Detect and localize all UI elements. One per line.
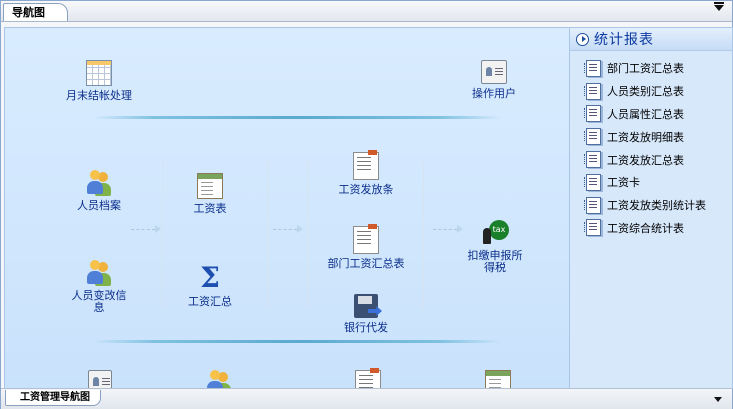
flow-arrow-2 xyxy=(273,225,303,233)
node-month-end[interactable]: 月末结帐处理 xyxy=(59,60,139,102)
report-icon xyxy=(584,196,601,214)
people-icon xyxy=(86,260,112,286)
report-item-pay-category-stats[interactable]: 工资发放类别统计表 xyxy=(584,194,732,217)
tab-salary-navigation[interactable]: 工资管理导航图 xyxy=(5,390,101,406)
chevron-down-icon[interactable] xyxy=(714,397,722,402)
report-list: 部门工资汇总表 人员类别汇总表 人员属性汇总表 工资发放明细表 工资发放汇总表 … xyxy=(570,51,732,239)
report-item-label: 人员属性汇总表 xyxy=(607,107,684,121)
report-icon xyxy=(584,219,601,237)
flow-arrow-3 xyxy=(433,225,463,233)
report-icon xyxy=(584,151,601,169)
node-dept-summary-label: 部门工资汇总表 xyxy=(327,257,405,270)
report-icon xyxy=(584,128,601,146)
report-item-dept-summary[interactable]: 部门工资汇总表 xyxy=(584,57,732,80)
report-item-staff-category[interactable]: 人员类别汇总表 xyxy=(584,80,732,103)
node-salary-sheet-label: 工资表 xyxy=(193,202,227,215)
node-pay-slip[interactable]: 工资发放条 xyxy=(325,150,407,196)
people-icon xyxy=(206,370,226,388)
report-item-label: 工资综合统计表 xyxy=(607,221,684,235)
report-item-label: 工资发放汇总表 xyxy=(607,153,684,167)
statistics-panel-title: 统计报表 xyxy=(594,32,654,48)
bracket-left-2 xyxy=(308,160,313,308)
bracket-right-2 xyxy=(419,160,424,308)
report-icon xyxy=(584,59,601,77)
report-icon xyxy=(353,224,379,254)
node-partial-3 xyxy=(353,368,383,388)
node-staff-file-label: 人员档案 xyxy=(77,199,121,212)
divider-top xyxy=(93,116,501,119)
node-dept-summary[interactable]: 部门工资汇总表 xyxy=(321,224,411,270)
printed-form-icon xyxy=(353,150,379,180)
node-salary-summary-label: 工资汇总 xyxy=(188,295,232,308)
collapse-arrow-icon[interactable] xyxy=(576,32,589,46)
top-tabbar: 导航图 xyxy=(1,1,732,22)
report-item-pay-summary[interactable]: 工资发放汇总表 xyxy=(584,148,732,171)
divider-bottom xyxy=(93,340,501,343)
report-item-pay-detail[interactable]: 工资发放明细表 xyxy=(584,125,732,148)
node-partial-1 xyxy=(85,370,115,388)
node-staff-change[interactable]: 人员变改信息 xyxy=(69,260,129,314)
spreadsheet-icon xyxy=(485,370,511,388)
report-icon xyxy=(584,105,601,123)
node-operator-label: 操作用户 xyxy=(472,87,516,100)
bottom-tabbar: 工资管理导航图 xyxy=(1,388,732,409)
tab-navigation-map[interactable]: 导航图 xyxy=(3,3,68,21)
report-item-salary-overall-stats[interactable]: 工资综合统计表 xyxy=(584,217,732,240)
report-icon xyxy=(584,82,601,100)
flow-arrow-1 xyxy=(131,225,161,233)
node-salary-sheet[interactable]: 工资表 xyxy=(175,173,245,215)
node-bank-pay[interactable]: 银行代发 xyxy=(331,294,401,334)
calendar-icon xyxy=(86,60,112,86)
save-disk-icon xyxy=(354,294,378,318)
node-tax-report-label: 扣缴申报所得税 xyxy=(467,249,523,274)
report-icon xyxy=(584,173,601,191)
node-bank-pay-label: 银行代发 xyxy=(344,321,388,334)
statistics-panel: 统计报表 部门工资汇总表 人员类别汇总表 人员属性汇总表 工资发放明细表 工资发… xyxy=(569,27,733,389)
node-staff-file[interactable]: 人员档案 xyxy=(63,170,135,212)
report-item-label: 部门工资汇总表 xyxy=(607,62,684,76)
id-card-icon xyxy=(88,370,112,388)
report-icon xyxy=(355,368,381,388)
report-item-staff-attribute[interactable]: 人员属性汇总表 xyxy=(584,103,732,126)
node-month-end-label: 月末结帐处理 xyxy=(66,89,132,102)
report-item-label: 工资发放明细表 xyxy=(607,130,684,144)
dropdown-menu-icon[interactable] xyxy=(714,2,724,11)
report-item-salary-card[interactable]: 工资卡 xyxy=(584,171,732,194)
node-salary-summary[interactable]: Σ 工资汇总 xyxy=(175,264,245,308)
node-staff-change-label: 人员变改信息 xyxy=(71,289,127,314)
sigma-icon: Σ xyxy=(200,261,220,294)
report-item-label: 工资发放类别统计表 xyxy=(607,199,706,213)
node-partial-2 xyxy=(201,370,231,388)
node-partial-4 xyxy=(483,370,513,388)
bracket-left-1 xyxy=(162,160,167,308)
node-pay-slip-label: 工资发放条 xyxy=(338,183,394,196)
navigation-canvas: 月末结帐处理 操作用户 人员档案 人员变改信息 工资表 Σ 工资汇总 工资发放条 xyxy=(4,27,570,389)
node-tax-report[interactable]: 扣缴申报所得税 xyxy=(463,218,527,274)
report-item-label: 工资卡 xyxy=(607,176,640,190)
statistics-panel-header[interactable]: 统计报表 xyxy=(570,28,732,51)
bracket-right-1 xyxy=(264,160,269,308)
id-card-icon xyxy=(481,60,507,84)
people-icon xyxy=(86,170,112,196)
tax-icon xyxy=(481,218,509,246)
node-operator[interactable]: 操作用户 xyxy=(459,60,529,100)
report-item-label: 人员类别汇总表 xyxy=(607,85,684,99)
spreadsheet-icon xyxy=(197,173,223,199)
